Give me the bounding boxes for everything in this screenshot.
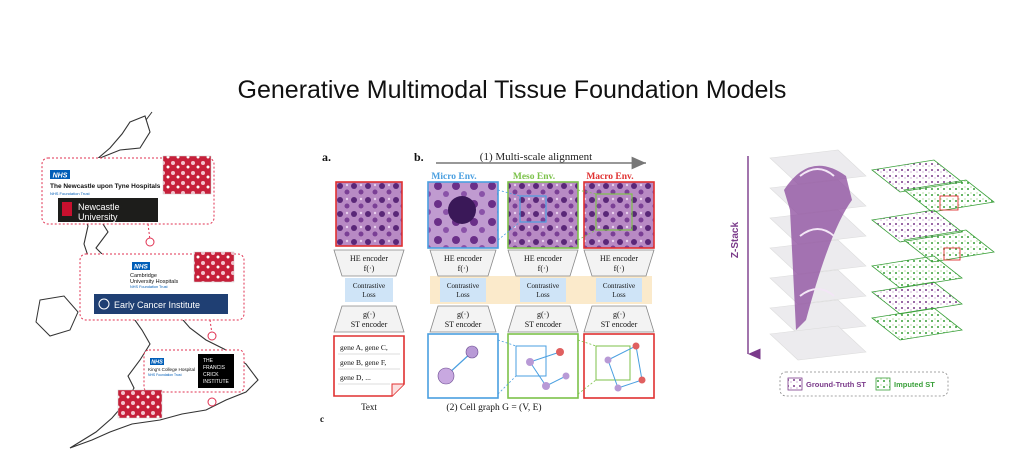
cambridge-marker [207,331,217,341]
method-diagram: a. b. c (1) Multi-scale alignment Micro … [320,150,655,424]
gene-line-3: gene D, ... [340,373,371,382]
st-encoder-label: ST encoder [601,320,638,329]
zstack-panel: Z-Stack Ground-Tru [730,149,995,397]
newcastle-hospital-name: The Newcastle upon Tyne Hospitals [50,183,161,190]
crick-line1: THE [203,358,214,364]
st-encoder-label: ST encoder [445,320,482,329]
legend-imputed-swatch [875,377,891,391]
st-encoder-label: ST encoder [351,320,388,329]
st-encoder-label: ST encoder [525,320,562,329]
cambridge-line1: Cambridge [130,273,157,279]
imputed-stack [871,159,995,341]
g-function-label: g(·) [363,310,375,319]
he-encoder-label: HE encoder [600,254,638,263]
nhs-logo-text: NHS [134,264,148,271]
cell-graph-label: (2) Cell graph G = (V, E) [446,402,541,413]
page-title: Generative Multimodal Tissue Foundation … [237,76,787,104]
env-micro-label: Micro Env. [431,172,476,182]
contrastive-label: Contrastive [527,282,559,290]
contrastive-loss-a [345,278,393,302]
newcastle-university-line1: Newcastle [78,202,120,212]
loss-label: Loss [612,291,626,299]
cambridge-line2: University Hospitals [130,279,179,285]
env-macro-label: Macro Env. [586,172,633,182]
crick-line3: CRICK [203,372,219,378]
nhs-logo [150,358,164,365]
f-function-label: f(·) [538,264,549,273]
nhs-logo-text: NHS [53,173,68,180]
he-image-macro [583,181,655,249]
g-function-label: g(·) [457,310,469,319]
he-encoder-label: HE encoder [444,254,482,263]
early-cancer-institute-text: Early Cancer Institute [114,300,200,310]
f-function-label: f(·) [614,264,625,273]
crick-line4: INSTITUTE [203,379,229,385]
kings-trust-name: NHS Foundation Trust [148,373,182,377]
uk-map-panel: NHS The Newcastle upon Tyne Hospitals NH… [35,111,259,449]
panel-label-c: c [320,414,324,424]
kings-tissue-thumbnail [117,389,163,419]
cell-graph-micro [427,333,499,399]
contrastive-label: Contrastive [447,282,479,290]
newcastle-trust-name: NHS Foundation Trust [50,191,90,196]
he-image-meso [507,181,579,249]
nhs-logo-text: NHS [151,360,163,366]
f-function-label: f(·) [458,264,469,273]
he-encoder-label: HE encoder [524,254,562,263]
st-encoder-a [333,305,405,333]
he-encoder-label: HE encoder [350,254,388,263]
kings-hospital-name: King's College Hospital [148,367,195,372]
legend-ground-swatch [787,377,803,391]
zstack-legend [779,371,949,397]
loss-label: Loss [456,291,470,299]
g-function-label: g(·) [613,310,625,319]
francis-crick-logo [198,354,234,388]
legend-imputed-label: Imputed ST [894,380,935,389]
g-function-label: g(·) [537,310,549,319]
he-encoder-a [333,249,405,277]
newcastle-university-logo [58,198,158,222]
cambridge-trust-name: NHS Foundation Trust [130,285,169,289]
loss-label: Loss [536,291,550,299]
newcastle-marker [145,237,155,247]
newcastle-tissue-thumbnail [162,155,212,195]
text-label: Text [361,402,377,412]
panel-label-b: b. [414,150,424,164]
contrastive-label: Contrastive [353,282,385,290]
legend-ground-label: Ground-Truth ST [806,380,866,389]
f-function-label: f(·) [364,264,375,273]
london-marker [207,397,217,407]
he-image-a [335,181,403,247]
nhs-logo [50,170,70,179]
gene-line-1: gene A, gene C, [340,343,388,352]
zstack-axis-label: Z-Stack [730,222,741,259]
cambridge-tissue-thumbnail [193,251,235,283]
multiscale-label: (1) Multi-scale alignment [480,151,592,163]
gene-line-2: gene B, gene F, [340,358,386,367]
ground-truth-stack [769,149,867,361]
env-meso-label: Meso Env. [513,172,555,182]
encoder-column-macro: HE encoder f(·) Contrastive Loss g(·) ST… [583,249,655,333]
loss-label: Loss [362,291,376,299]
encoder-column-micro: HE encoder f(·) Contrastive Loss g(·) ST… [429,249,497,333]
nhs-logo [132,262,150,270]
newcastle-university-line2: University [78,212,118,222]
panel-label-a: a. [322,150,331,164]
crick-line2: FRANCIS [203,365,226,371]
contrastive-label: Contrastive [603,282,635,290]
early-cancer-institute-logo [94,294,228,314]
encoder-column-meso: HE encoder f(·) Contrastive Loss g(·) ST… [507,249,579,333]
